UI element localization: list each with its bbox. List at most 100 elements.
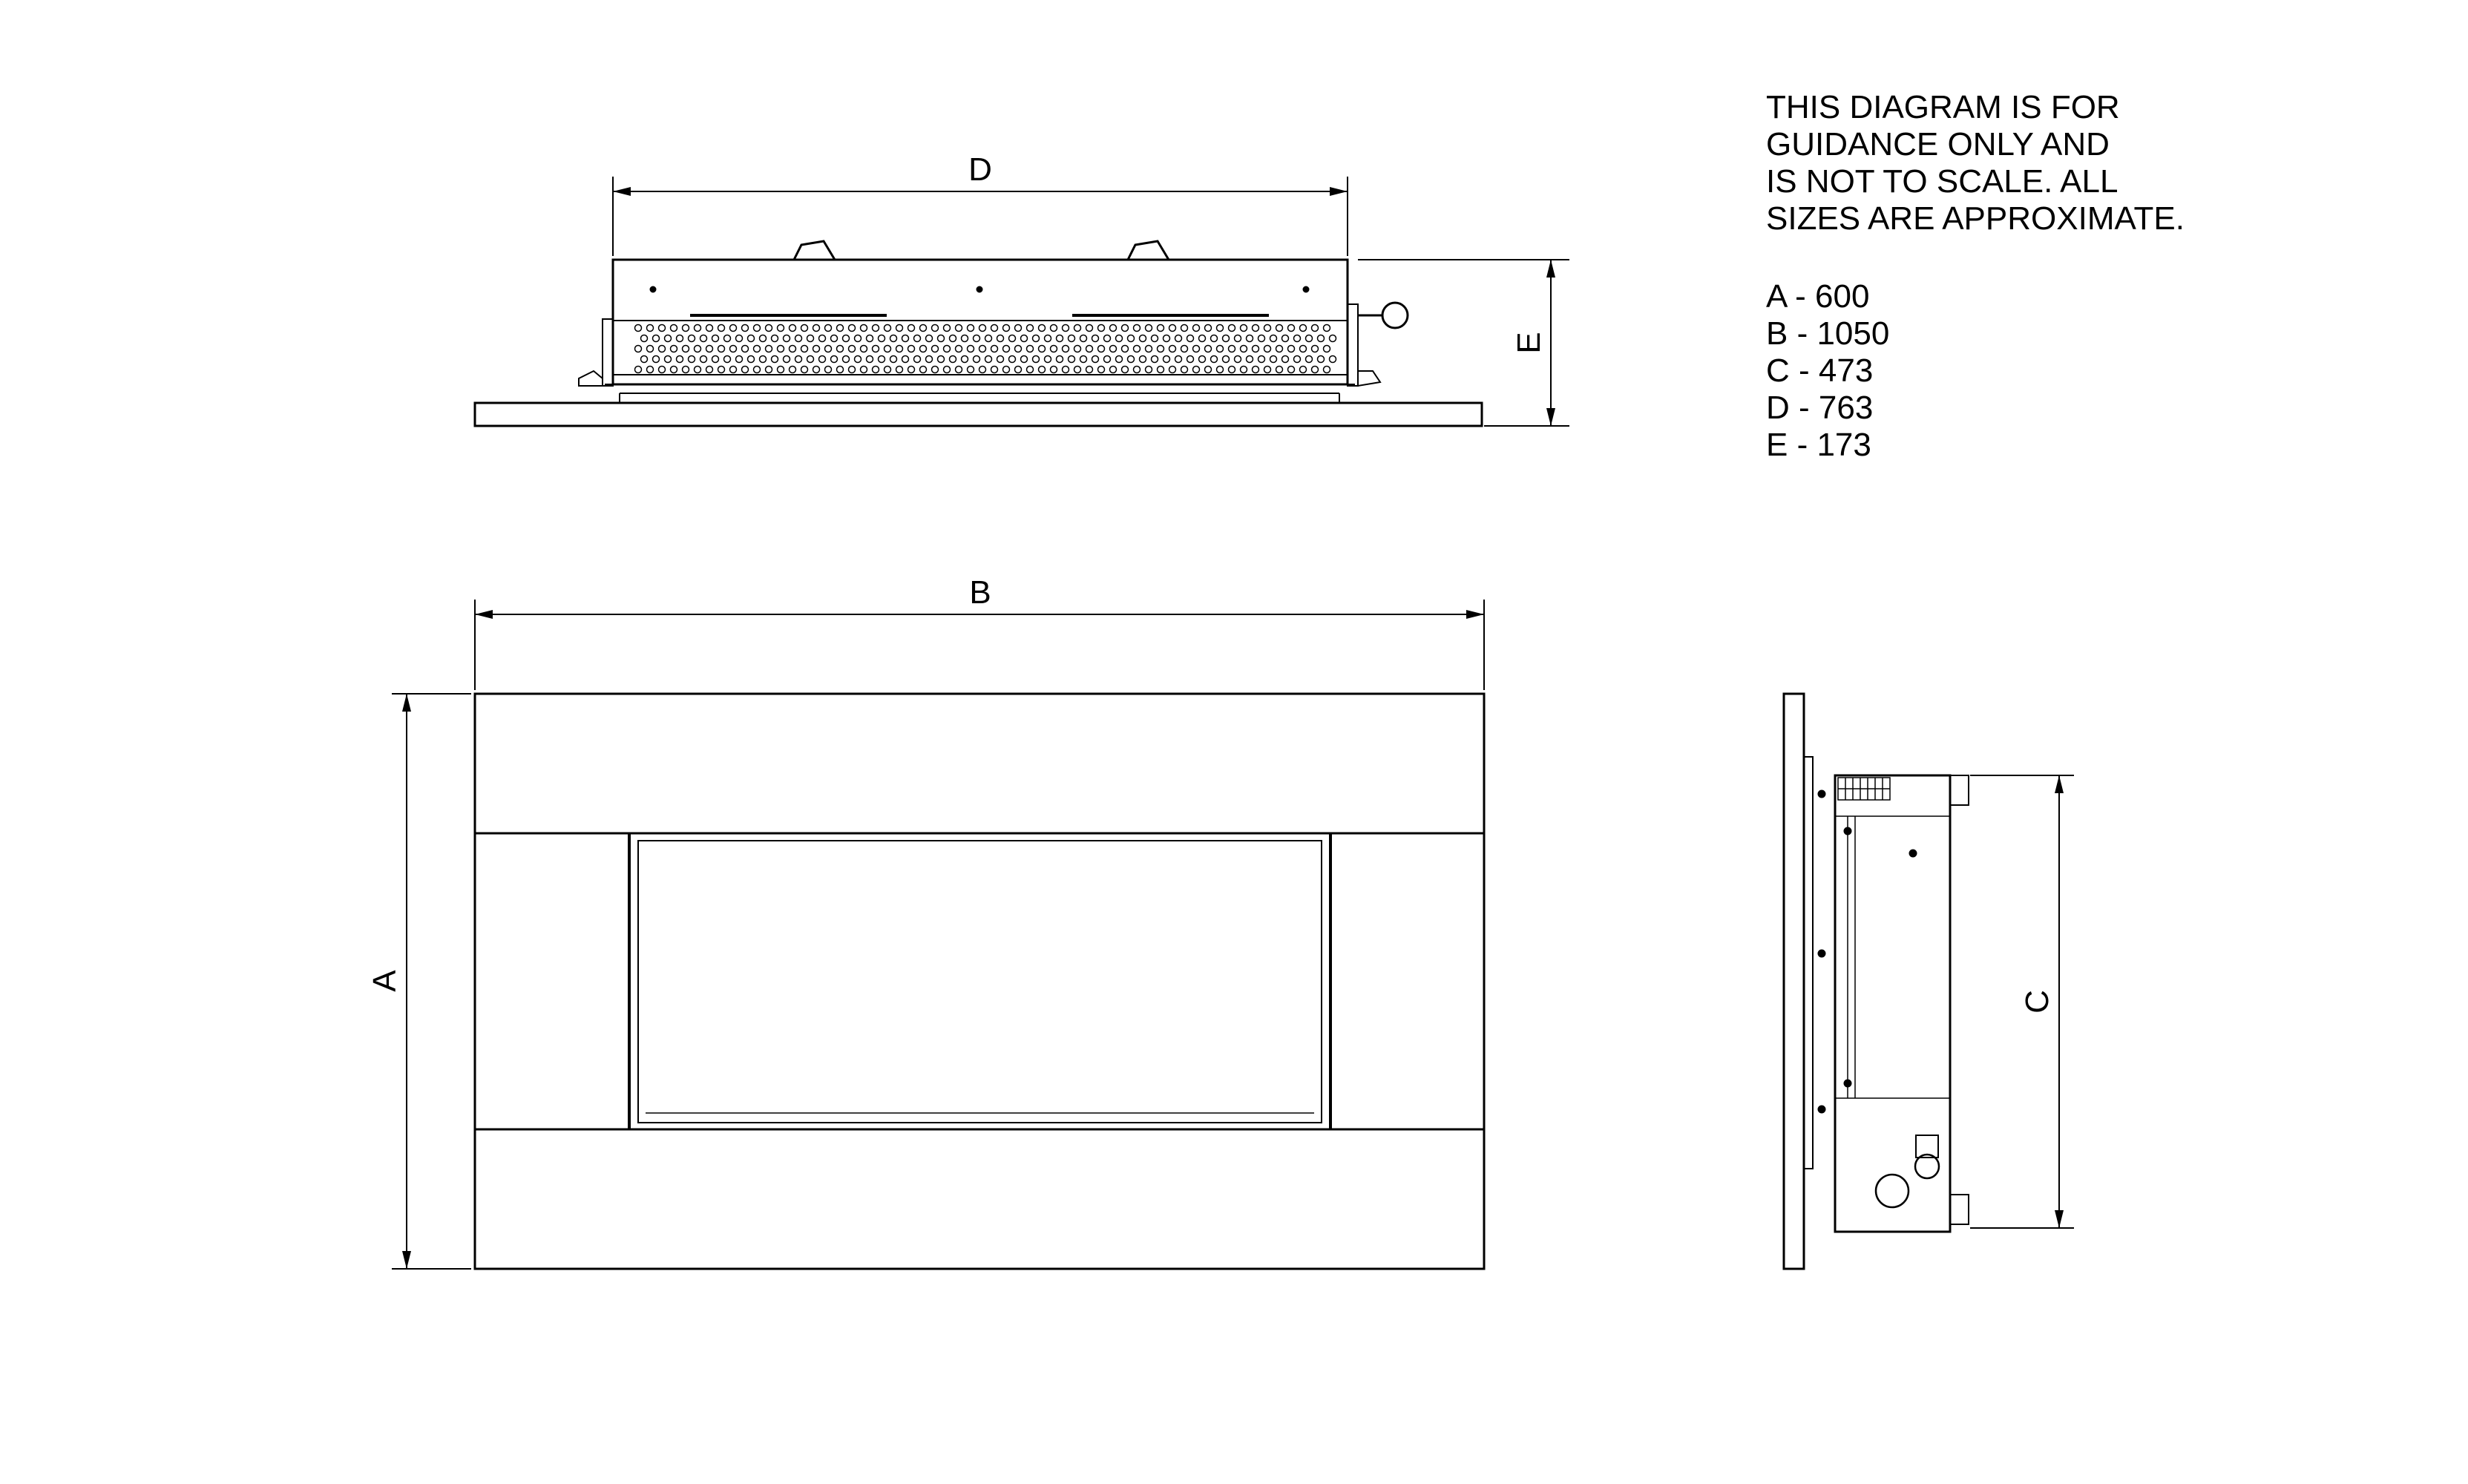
perforation-hole [1328, 334, 1337, 343]
dimension-label-d: D [968, 151, 992, 188]
perforation-hole [1144, 365, 1153, 374]
perforation-hole [1251, 365, 1260, 374]
perforation-hole [1180, 324, 1189, 332]
perforation-hole [889, 334, 898, 343]
perforation-hole [723, 334, 732, 343]
perforation-hole [735, 355, 744, 364]
perforation-hole [1132, 365, 1141, 374]
perforation-hole [847, 365, 856, 374]
perforation-hole [634, 324, 643, 332]
perforation-hole [1269, 334, 1278, 343]
perforation-hole [1097, 324, 1106, 332]
perforation-hole [871, 324, 880, 332]
perforation-hole [1168, 344, 1177, 353]
top-view [473, 240, 1483, 427]
perforation-hole [1061, 344, 1070, 353]
perforation-hole [978, 365, 987, 374]
perforation-hole [669, 365, 678, 374]
perforation-hole [1120, 365, 1129, 374]
perforation-hole [776, 344, 785, 353]
perforation-hole [1073, 324, 1082, 332]
perforation-hole [954, 324, 963, 332]
perforation-hole [1073, 344, 1082, 353]
perforation-hole [1299, 324, 1307, 332]
perforation-hole [942, 324, 951, 332]
perforation-hole [931, 365, 939, 374]
perforation-hole [1210, 355, 1218, 364]
perforation-hole [1204, 324, 1212, 332]
perforation-hole [1138, 355, 1147, 364]
perforation-hole [1037, 324, 1046, 332]
perforation-hole [936, 355, 945, 364]
perforation-hole [652, 334, 660, 343]
perforation-hole [942, 365, 951, 374]
perforation-hole [681, 365, 690, 374]
front-view [473, 692, 1486, 1270]
perforation-hole [1025, 365, 1034, 374]
perforation-hole [1049, 365, 1058, 374]
perforation-hole [770, 355, 779, 364]
perforation-hole [824, 365, 833, 374]
perforation-hole [972, 334, 981, 343]
perforation-hole [954, 344, 963, 353]
perforation-hole [1204, 344, 1212, 353]
perforation-hole [1085, 344, 1094, 353]
perforation-hole [1198, 355, 1207, 364]
perforation-hole [646, 365, 654, 374]
perforation-hole [960, 355, 969, 364]
perforation-hole [634, 344, 643, 353]
perforation-hole [1156, 324, 1165, 332]
perforation-hole [711, 355, 720, 364]
perforation-hole [1103, 334, 1112, 343]
perforation-hole [1293, 334, 1302, 343]
perforation-hole [752, 324, 761, 332]
perforation-hole [824, 344, 833, 353]
perforation-hole [681, 344, 690, 353]
perforation-hole [978, 324, 987, 332]
perforation-hole [853, 355, 862, 364]
perforation-hole [746, 334, 755, 343]
perforation-hole [1002, 324, 1011, 332]
perforation-hole [741, 344, 749, 353]
perforation-hole [841, 355, 850, 364]
perforation-hole [657, 324, 666, 332]
perforation-hole [1227, 324, 1236, 332]
perforation-hole [883, 324, 892, 332]
perforation-hole [1322, 344, 1331, 353]
perforation-pattern [634, 324, 1337, 374]
perforation-hole [877, 355, 886, 364]
perforation-hole [646, 324, 654, 332]
perforation-hole [1221, 334, 1230, 343]
perforation-hole [782, 355, 791, 364]
perforation-hole [758, 355, 767, 364]
perforation-hole [1316, 355, 1325, 364]
perforation-hole [699, 355, 708, 364]
side-view [1782, 692, 1969, 1270]
perforation-hole [705, 344, 714, 353]
perforation-hole [1215, 344, 1224, 353]
perforation-hole [901, 334, 910, 343]
perforation-hole [919, 324, 928, 332]
perforation-hole [1132, 344, 1141, 353]
perforation-hole [1269, 355, 1278, 364]
perforation-hole [1233, 355, 1242, 364]
lifting-handle [792, 240, 836, 260]
note-line: SIZES ARE APPROXIMATE. [1766, 200, 2185, 237]
perforation-hole [1304, 334, 1313, 343]
perforation-hole [907, 344, 916, 353]
perforation-hole [1322, 324, 1331, 332]
perforation-hole [1180, 344, 1189, 353]
perforation-hole [640, 355, 649, 364]
perforation-hole [1020, 355, 1028, 364]
perforation-hole [847, 344, 856, 353]
perforation-hole [966, 324, 975, 332]
perforation-hole [1287, 344, 1296, 353]
perforation-hole [764, 324, 773, 332]
perforation-hole [901, 355, 910, 364]
perforation-hole [1287, 324, 1296, 332]
dimension-d [612, 177, 1348, 256]
front-view-glass [628, 832, 1332, 1131]
perforation-hole [978, 344, 987, 353]
perforation-hole [913, 355, 922, 364]
perforation-hole [1198, 334, 1207, 343]
